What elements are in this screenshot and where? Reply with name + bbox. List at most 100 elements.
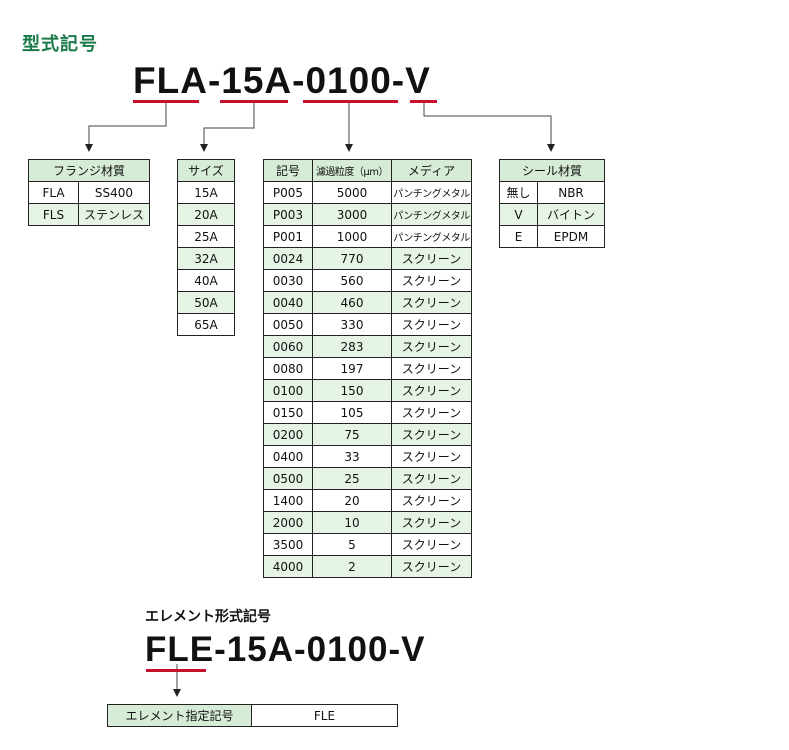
- filter-code: 3500: [263, 533, 313, 556]
- flange-material: ステンレス: [78, 203, 150, 226]
- filter-media: パンチングメタル: [391, 181, 472, 204]
- size-value: 65A: [177, 313, 235, 336]
- filter-grade: 20: [312, 489, 392, 512]
- filter-code: P005: [263, 181, 313, 204]
- filter-code: 0150: [263, 401, 313, 424]
- element-table-value: FLE: [251, 704, 398, 727]
- filter-code: 0500: [263, 467, 313, 490]
- element-heading: エレメント形式記号: [145, 609, 271, 625]
- model-part-size: 15A: [221, 60, 293, 101]
- size-value: 32A: [177, 247, 235, 270]
- size-value: 40A: [177, 269, 235, 292]
- filter-grade: 5: [312, 533, 392, 556]
- flange-code: FLS: [28, 203, 79, 226]
- filter-media: スクリーン: [391, 335, 472, 358]
- model-sep: -: [292, 60, 306, 101]
- seal-underline: [410, 100, 437, 103]
- size-value: 50A: [177, 291, 235, 314]
- filter-code: 0100: [263, 379, 313, 402]
- filter-code: 0030: [263, 269, 313, 292]
- seal-material: バイトン: [537, 203, 605, 226]
- flange-table-header: フランジ材質: [28, 159, 150, 182]
- filter-grade: 5000: [312, 181, 392, 204]
- seal-code: V: [499, 203, 538, 226]
- model-sep: -: [207, 60, 222, 101]
- filter-code: 0060: [263, 335, 313, 358]
- seal-code: E: [499, 225, 538, 248]
- filter-media: スクリーン: [391, 445, 472, 468]
- filter-media: スクリーン: [391, 533, 472, 556]
- filter-code: 2000: [263, 511, 313, 534]
- flange-underline: [133, 100, 199, 103]
- filter-grade: 150: [312, 379, 392, 402]
- seal-material: NBR: [537, 181, 605, 204]
- element-model-part-type: FLE: [145, 630, 215, 669]
- filter-grade: 1000: [312, 225, 392, 248]
- filter-media: スクリーン: [391, 401, 472, 424]
- flange-code: FLA: [28, 181, 79, 204]
- filter-grade: 560: [312, 269, 392, 292]
- element-table-label: エレメント指定記号: [107, 704, 252, 727]
- filter-header-media: メディア: [391, 159, 472, 182]
- size-value: 25A: [177, 225, 235, 248]
- filter-grade: 105: [312, 401, 392, 424]
- filter-media: パンチングメタル: [391, 225, 472, 248]
- section-heading: 型式記号: [22, 34, 98, 55]
- filter-grade: 330: [312, 313, 392, 336]
- filter-grade: 770: [312, 247, 392, 270]
- filter-media: パンチングメタル: [391, 203, 472, 226]
- filter-grade: 3000: [312, 203, 392, 226]
- filter-media: スクリーン: [391, 357, 472, 380]
- filter-grade: 2: [312, 555, 392, 578]
- filter-media: スクリーン: [391, 555, 472, 578]
- element-model-rest: -15A-0100-V: [214, 630, 426, 669]
- model-code: FLA-15A-0100-V: [133, 60, 431, 102]
- filter-media: スクリーン: [391, 511, 472, 534]
- filter-code: 0050: [263, 313, 313, 336]
- model-part-filter: 0100: [305, 60, 392, 101]
- element-model-code: FLE-15A-0100-V: [145, 630, 426, 670]
- filter-media: スクリーン: [391, 291, 472, 314]
- filter-media: スクリーン: [391, 247, 472, 270]
- size-value: 20A: [177, 203, 235, 226]
- filter-media: スクリーン: [391, 467, 472, 490]
- filter-header-grade: 濾過粒度（μm）: [312, 159, 392, 182]
- filter-code: 4000: [263, 555, 313, 578]
- seal-material: EPDM: [537, 225, 605, 248]
- element-underline: [146, 669, 206, 672]
- flange-material: SS400: [78, 181, 150, 204]
- filter-grade: 283: [312, 335, 392, 358]
- filter-media: スクリーン: [391, 269, 472, 292]
- filter-grade: 197: [312, 357, 392, 380]
- size-underline: [220, 100, 288, 103]
- filter-media: スクリーン: [391, 489, 472, 512]
- filter-code: 0200: [263, 423, 313, 446]
- filter-grade: 75: [312, 423, 392, 446]
- model-part-seal: V: [405, 60, 431, 101]
- seal-code: 無し: [499, 181, 538, 204]
- model-part-flange: FLA: [133, 60, 208, 101]
- filter-header-code: 記号: [263, 159, 313, 182]
- model-sep: -: [391, 60, 406, 101]
- filter-code: 0024: [263, 247, 313, 270]
- element-table: エレメント指定記号 FLE: [107, 704, 398, 727]
- filter-grade: 10: [312, 511, 392, 534]
- filter-grade: 25: [312, 467, 392, 490]
